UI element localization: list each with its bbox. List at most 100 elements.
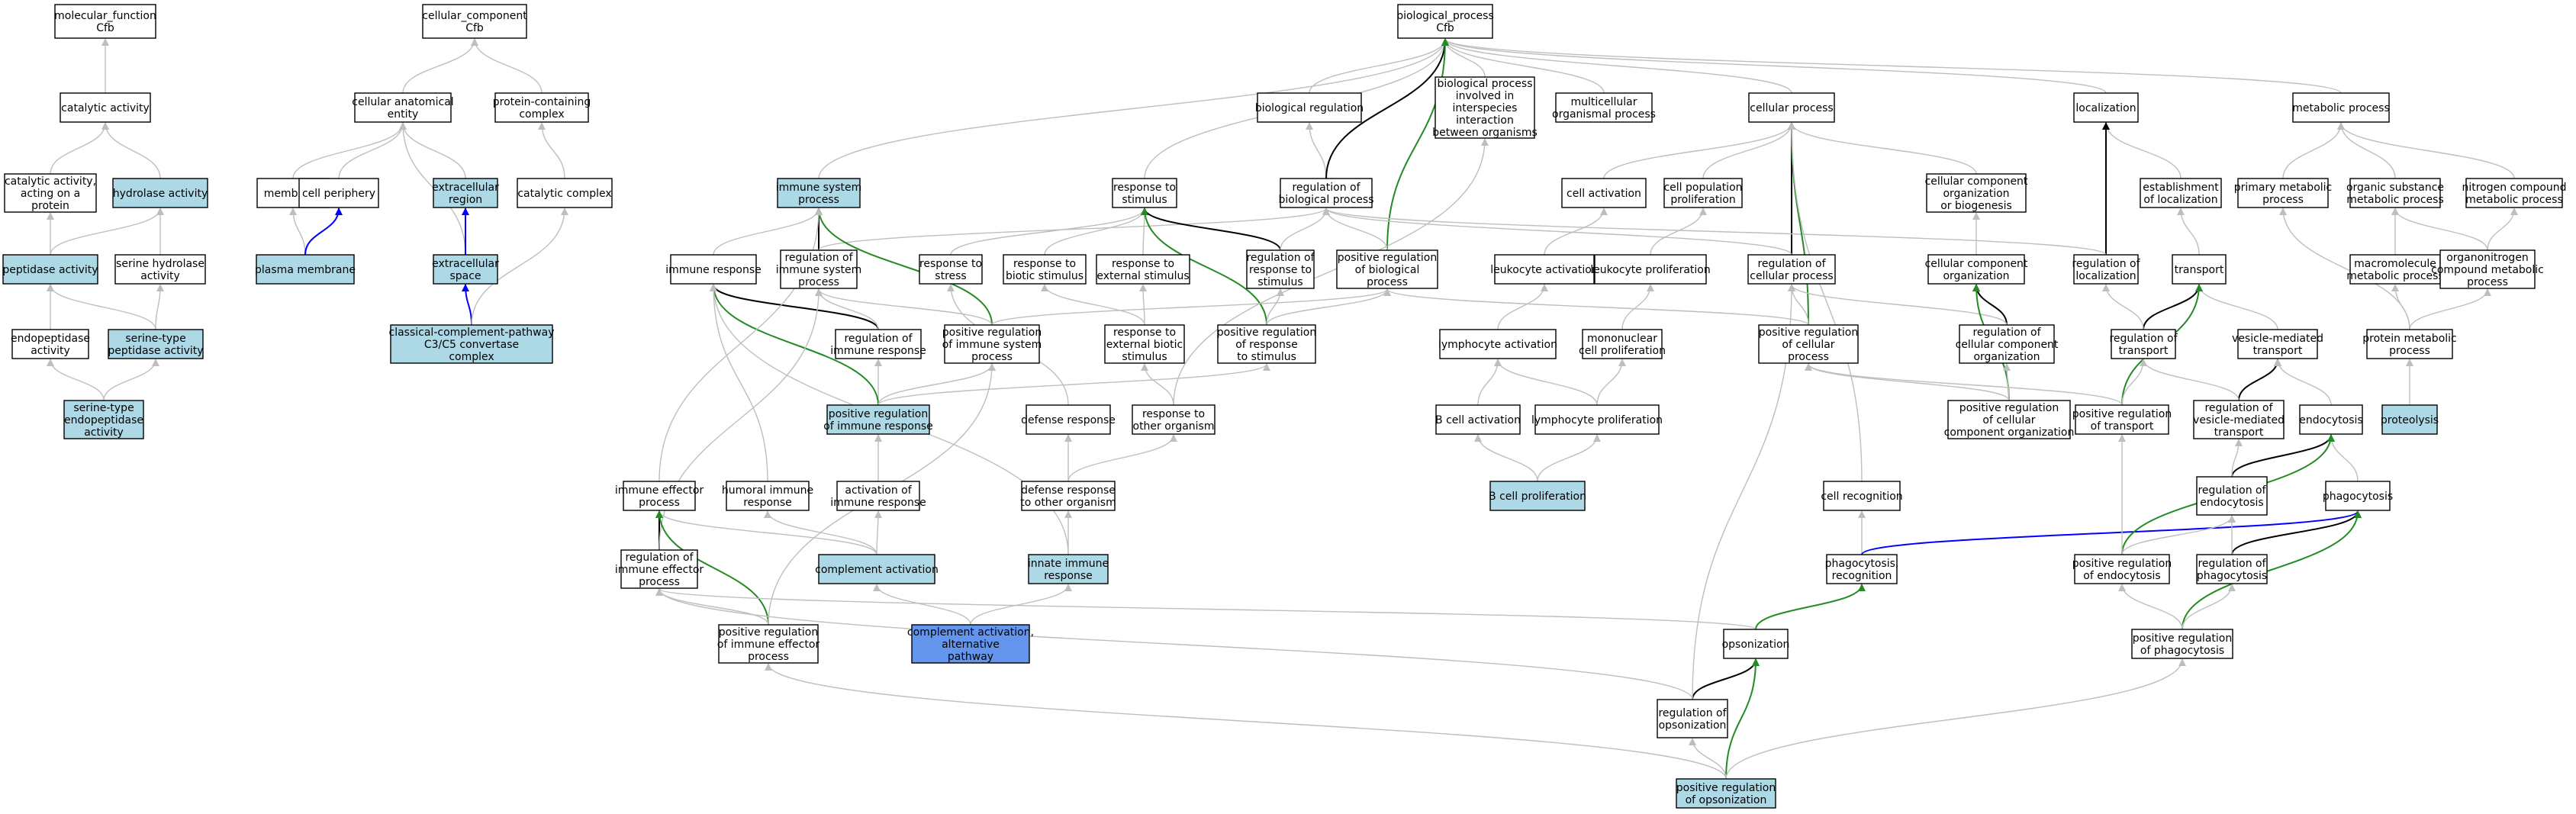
go-term-node[interactable]: cellular process [1748,92,1835,123]
go-term-node[interactable]: localization [2073,92,2139,123]
go-term-node[interactable]: peptidase activity [2,254,98,285]
go-term-node[interactable]: immune response [665,254,762,285]
go-term-node[interactable]: metabolic process [2292,92,2390,123]
go-term-node[interactable]: complement activation [815,554,939,584]
go-term-node[interactable]: catalytic activity [60,92,151,123]
node-label-line: positive regulation [1759,327,1858,339]
go-term-node[interactable]: biological regulation [1255,92,1364,123]
edge-line [1805,363,2010,401]
go-term-node[interactable]: lymphocyte activation [1438,329,1557,359]
node-label-line: involved in [1456,90,1515,102]
go-term-node[interactable]: lymphocyte proliferation [1531,404,1663,435]
go-term-node[interactable]: leukocyte proliferation [1590,254,1711,285]
edge-is-a [1041,284,1145,326]
go-term-node[interactable]: hydrolase activity [112,178,208,208]
go-term-node[interactable]: catalytic complex [517,178,613,208]
go-term-node[interactable]: opsonization [1722,629,1790,659]
go-term-node[interactable]: cell periphery [298,178,379,208]
go-term-node[interactable]: transport [2172,254,2227,285]
go-term-node[interactable]: B cell activation [1435,404,1521,435]
go-term-node[interactable]: proteolysis [2381,404,2439,435]
go-term-node[interactable]: cell activation [1561,178,1647,208]
go-term-node[interactable]: B cell proliferation [1489,481,1586,511]
node-label-line: biotic stimulus [1006,270,1084,282]
go-term-node[interactable]: endocytosis [2299,404,2363,435]
edge-line [1494,359,1598,406]
edge-regulates [2231,434,2335,478]
go-term-node[interactable]: plasma membrane [255,254,356,285]
go-term-node[interactable]: cell recognition [1821,481,1903,511]
go-term-node[interactable]: phagocytosis,recognition [1825,554,1899,584]
go-term-node[interactable]: defense response [1021,404,1116,435]
node-label-line: metabolic process [2346,270,2444,282]
go-term-node[interactable]: phagocytosis [2323,481,2393,511]
go-term-node[interactable]: leukocyte activation [1490,254,1599,285]
node-label-line: to stimulus [1237,351,1296,363]
